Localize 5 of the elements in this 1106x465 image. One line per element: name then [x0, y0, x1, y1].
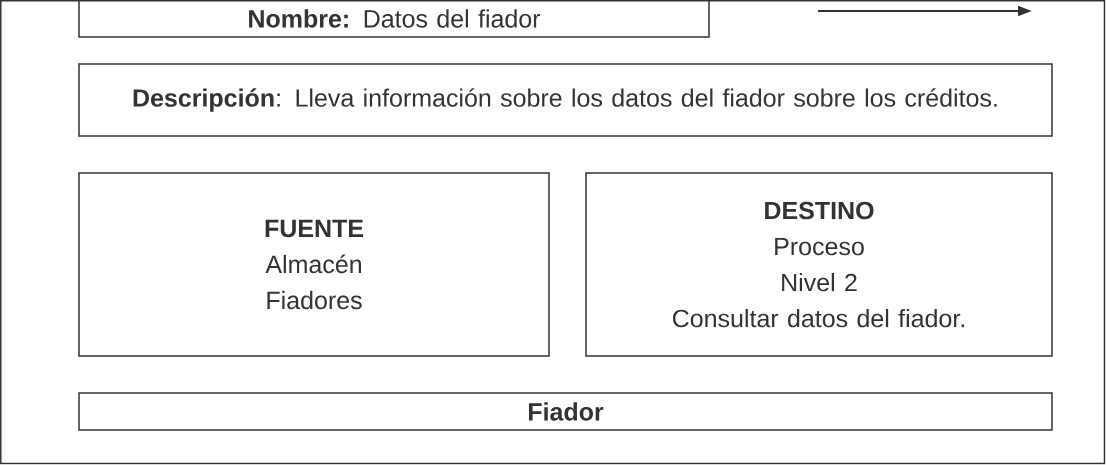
- destination-box: DESTINO Proceso Nivel 2 Consultar datos del fiador.: [585, 172, 1053, 357]
- entity-box: Fiador: [78, 392, 1053, 431]
- source-box: FUENTE Almacén Fiadores: [78, 172, 550, 357]
- name-field-box: Nombre: Datos del fiador: [78, 0, 710, 38]
- description-box: Descripción: Lleva información sobre los datos del fiador sobre los créditos.: [78, 63, 1053, 137]
